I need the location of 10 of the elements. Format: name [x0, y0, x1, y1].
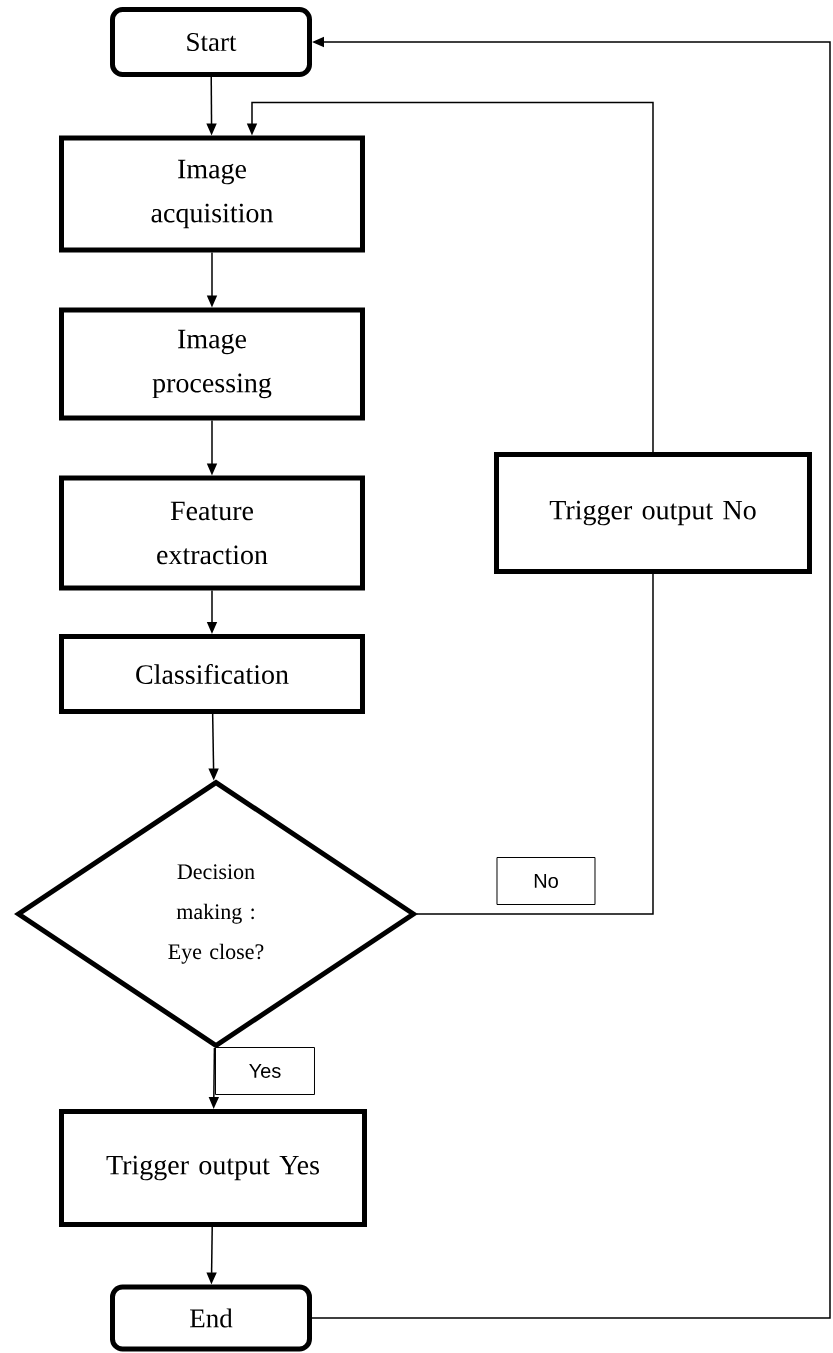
process-box: Image processing — [59, 307, 365, 421]
edge-label: Yes — [215, 1047, 315, 1095]
process-box: Image acquisition — [59, 135, 365, 253]
process-box: Feature extraction — [59, 475, 365, 591]
process-box: Classification — [59, 634, 365, 714]
terminal-box: Start — [110, 7, 312, 77]
edge-label: No — [496, 857, 596, 905]
process-box: Trigger output No — [494, 452, 812, 574]
process-box: Trigger output Yes — [59, 1109, 367, 1227]
terminal-box: End — [110, 1284, 312, 1352]
